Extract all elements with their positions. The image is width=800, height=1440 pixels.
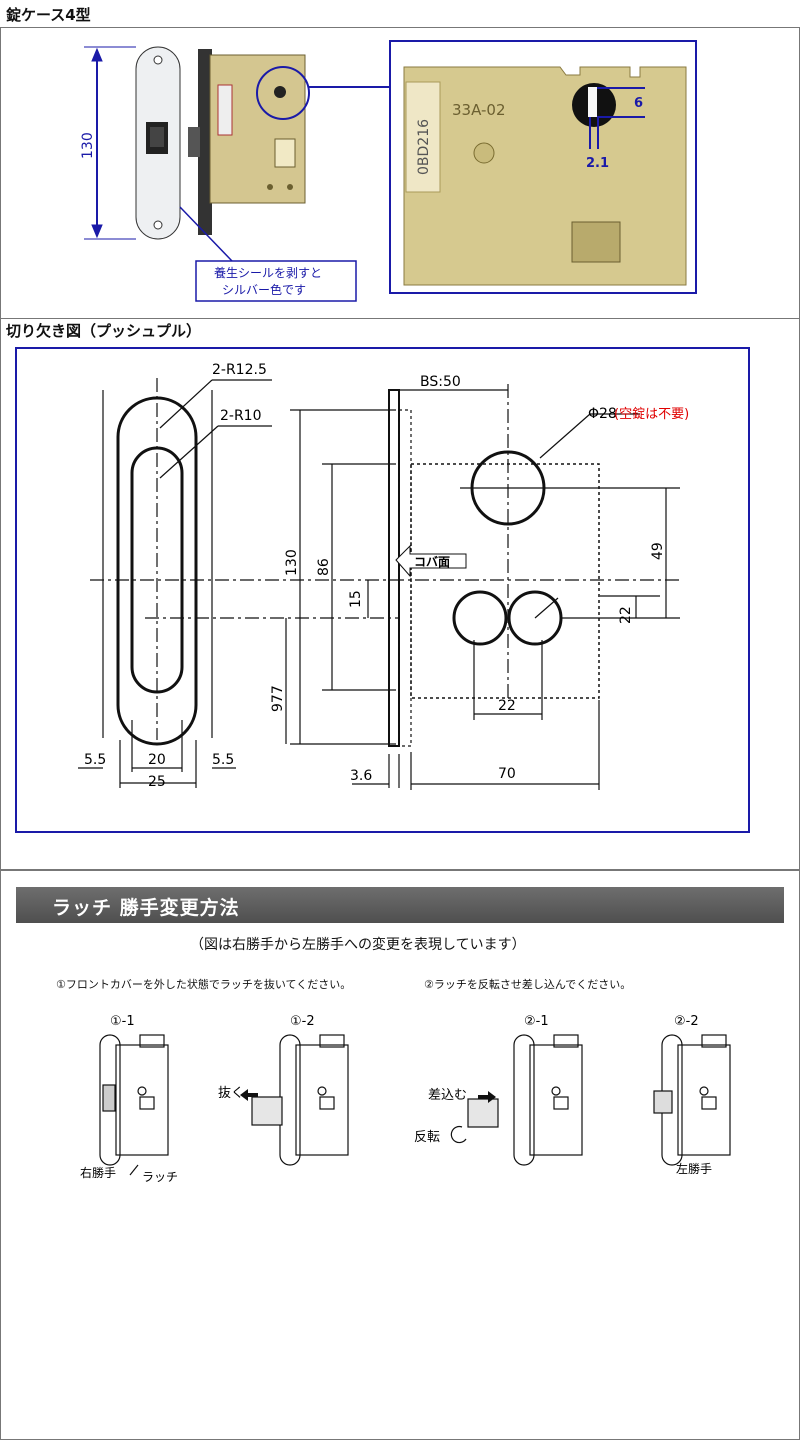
- cutout-drawing: 2-R12.5 2-R10 BS:50 Φ28 (空錠は不要) コバ面 130 …: [15, 347, 750, 833]
- left-hand-label: 左勝手: [676, 1161, 712, 1176]
- dim-15: 15: [348, 590, 364, 608]
- dim-22-vertical: 22: [618, 606, 634, 624]
- lock-case-figure: 130 33A-02 0BD216 6 2.1: [80, 40, 697, 302]
- dim-22-horizontal: 22: [498, 698, 516, 714]
- label-koba: コバ面: [414, 555, 450, 569]
- photo-text-serial: 0BD216: [416, 119, 432, 175]
- dim-20: 20: [148, 752, 166, 768]
- dim-6-label: 6: [634, 96, 643, 111]
- step-1-text: ①フロントカバーを外した状態でラッチを抜いてください。: [56, 978, 352, 991]
- latch-banner: ラッチ 勝手変更方法: [16, 887, 784, 923]
- dim-130-height: [84, 46, 136, 240]
- seal-note-line2: シルバー色です: [222, 283, 306, 297]
- fig-2-1-label: ②-1: [524, 1014, 549, 1029]
- label-r10: 2-R10: [220, 408, 262, 424]
- label-phi28-note: (空錠は不要): [614, 407, 689, 422]
- lock-body: [188, 49, 306, 235]
- fig-1-1-label: ①-1: [110, 1014, 135, 1029]
- lock-step-1-1: [99, 1034, 169, 1166]
- dim-5-5-left: 5.5: [84, 752, 106, 768]
- latch-hole-left: [452, 590, 508, 646]
- lock-step-1-2: [279, 1034, 349, 1166]
- latch-banner-title: ラッチ 勝手変更方法: [52, 897, 240, 919]
- cutout-title: 切り欠き図（プッシュプル）: [6, 322, 202, 340]
- zoom-circle: [256, 66, 310, 120]
- pull-out-label: 抜く: [218, 1085, 244, 1101]
- photo-text-model: 33A-02: [452, 101, 506, 119]
- latch-steps-figure: ①-1 ①-2 ②-1 ②-2 右勝手 ラッチ 抜く 差込む 反転 左勝手: [80, 1014, 731, 1184]
- rotate-arrow: [450, 1125, 467, 1144]
- dim-3-6: 3.6: [350, 768, 372, 784]
- seal-note-box: [195, 260, 357, 302]
- lock-step-2-1: [513, 1034, 583, 1166]
- label-phi28: Φ28: [588, 406, 617, 422]
- lock-step-2-2: [653, 1034, 731, 1166]
- lock-case-title: 錠ケース4型: [6, 6, 91, 24]
- latch-pulled: [251, 1096, 283, 1126]
- fig-1-2-label: ①-2: [290, 1014, 315, 1029]
- dim-70: 70: [498, 766, 516, 782]
- dim-5-5-right: 5.5: [212, 752, 234, 768]
- dim-6-lines: [589, 87, 645, 149]
- invert-label: 反転: [414, 1130, 440, 1145]
- dim-25: 25: [148, 774, 166, 790]
- latch-label: ラッチ: [142, 1170, 178, 1184]
- dim-49: 49: [650, 542, 666, 560]
- dim-130: 130: [284, 549, 300, 576]
- latch-insert: [467, 1098, 499, 1128]
- dim-977: 977: [270, 685, 286, 712]
- koba-arrow: [395, 544, 467, 578]
- latch-subtitle: （図は右勝手から左勝手への変更を表現しています）: [190, 937, 526, 953]
- label-bs: BS:50: [420, 374, 461, 390]
- step-2-text: ②ラッチを反転させ差し込んでください。: [424, 978, 632, 991]
- dim-2-1-label: 2.1: [586, 156, 609, 171]
- dim-86: 86: [316, 558, 332, 576]
- zoom-photo: [389, 40, 697, 294]
- dim-130-label: 130: [80, 132, 96, 159]
- seal-note-line1: 養生シールを剥すと: [214, 265, 322, 280]
- right-hand-label: 右勝手: [80, 1165, 116, 1180]
- label-r12-5: 2-R12.5: [212, 362, 267, 378]
- insert-label: 差込む: [428, 1088, 467, 1103]
- fig-2-2-label: ②-2: [674, 1014, 699, 1029]
- front-plate: [135, 46, 181, 240]
